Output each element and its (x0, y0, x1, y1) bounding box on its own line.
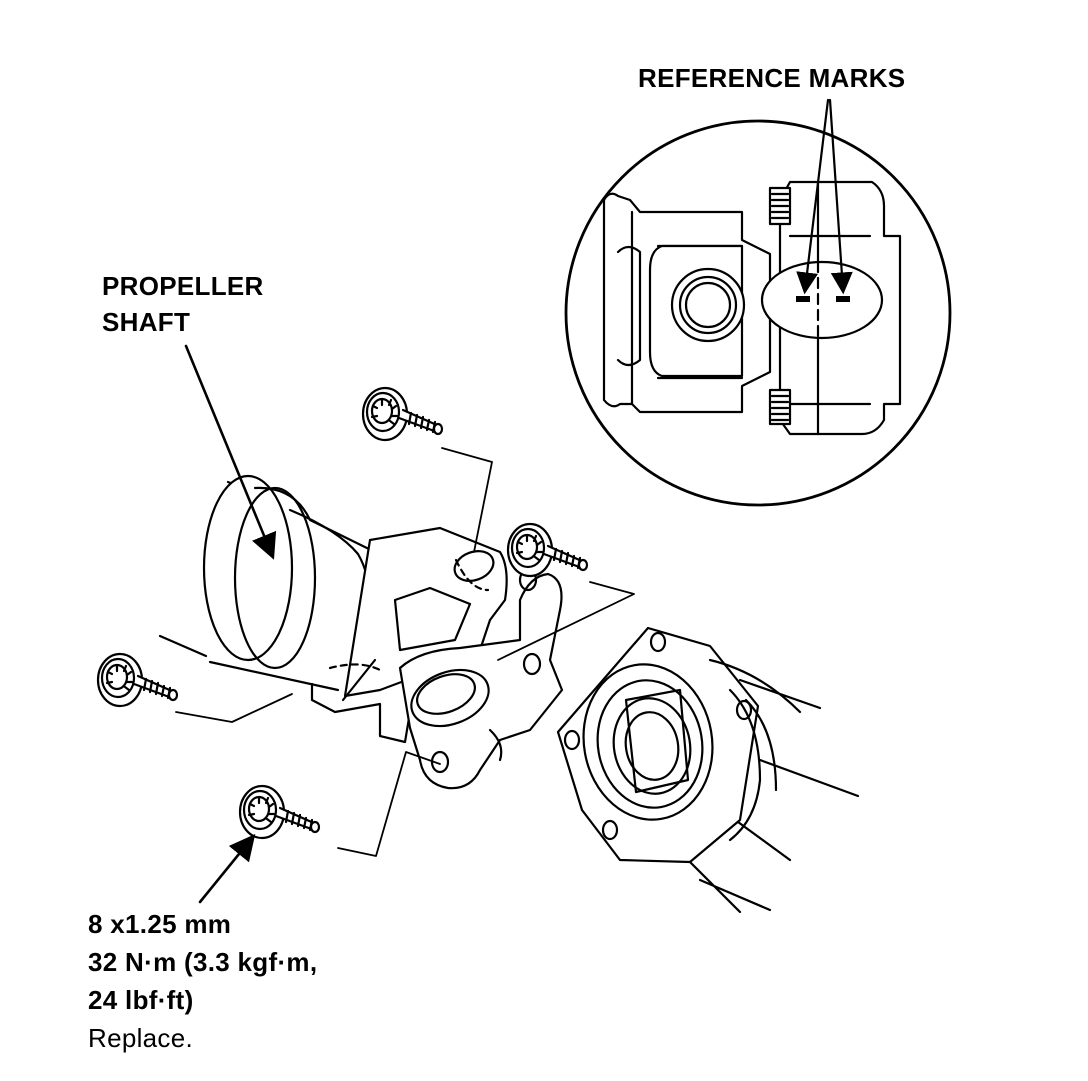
inset-right-flange (778, 180, 902, 436)
bolt-spec-torque-line1: 32 N·m (3.3 kgf·m, (88, 947, 318, 977)
reference-marks-inset (564, 98, 952, 507)
bolt-spec-torque-line2: 24 lbf·ft) (88, 985, 194, 1015)
companion-flange (398, 572, 564, 790)
yoke-bolt-hole (453, 550, 495, 582)
propeller-shaft (158, 474, 564, 790)
inset-bearing-outer (670, 267, 746, 343)
bolt-bottom (238, 784, 321, 840)
reference-marks-label: REFERENCE MARKS (638, 63, 906, 93)
reference-arrow-left (796, 98, 830, 295)
reference-mark-oval (760, 260, 884, 340)
propeller-shaft-label-line2: SHAFT (102, 307, 191, 337)
reference-mark-left (796, 296, 810, 302)
reference-mark-right (836, 296, 850, 302)
leader-lines (175, 447, 635, 857)
reference-arrow-right (828, 98, 853, 295)
bolt-spec-arrow (198, 833, 256, 904)
propeller-shaft-arrow (184, 344, 277, 560)
inset-circle (564, 119, 952, 507)
bolt-top (361, 386, 444, 442)
differential-flange (556, 626, 860, 914)
bolt-middle (506, 522, 589, 578)
propeller-shaft-label-line1: PROPELLER (102, 271, 264, 301)
bolt-left (96, 652, 179, 708)
bolt-spec-note: Replace. (88, 1023, 194, 1053)
bolt-spec-size: 8 x1.25 mm (88, 909, 232, 939)
